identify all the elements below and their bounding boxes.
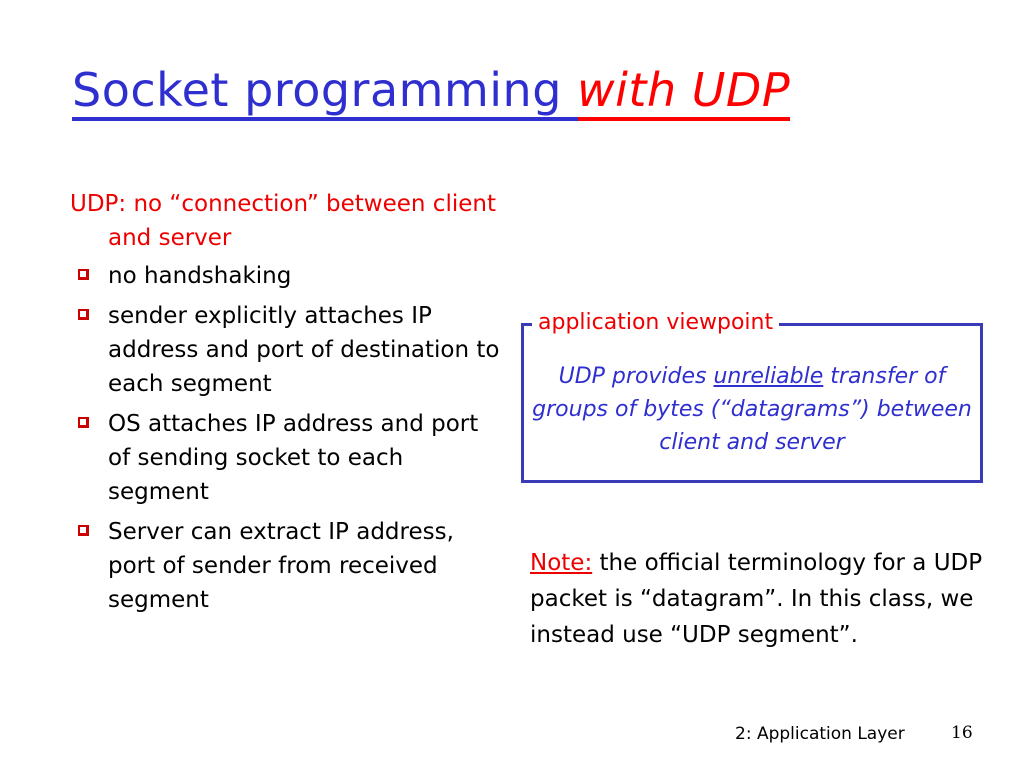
title-underline-blue <box>72 117 578 121</box>
square-bullet-icon <box>78 525 89 536</box>
bullet-text: Server can extract IP address, port of s… <box>108 519 454 613</box>
bullet-item: no handshaking <box>70 259 500 293</box>
viewpoint-label: application viewpoint <box>532 308 780 338</box>
bullet-list: no handshaking sender explicitly attache… <box>70 259 500 617</box>
footer-chapter: 2: Application Layer <box>735 724 905 744</box>
square-bullet-icon <box>78 269 89 280</box>
bullet-item: sender explicitly attaches IP address an… <box>70 299 500 401</box>
bullet-text: no handshaking <box>108 263 292 289</box>
viewpoint-text-underlined: unreliable <box>713 364 824 389</box>
note-block: Note: the official terminology for a UDP… <box>530 545 1000 653</box>
note-text: the official terminology for a UDP packe… <box>530 550 983 648</box>
title-part-2: with UDP <box>577 63 791 117</box>
note-label: Note: <box>530 550 593 576</box>
title-part-1: Socket programming <box>72 63 578 117</box>
square-bullet-icon <box>78 309 89 320</box>
title-underline-red <box>578 117 790 121</box>
left-column: UDP: no “connection” between client and … <box>70 187 500 623</box>
bullet-text: sender explicitly attaches IP address an… <box>108 303 500 397</box>
bullet-item: Server can extract IP address, port of s… <box>70 515 500 617</box>
bullet-text: OS attaches IP address and port of sendi… <box>108 411 479 505</box>
viewpoint-text: UDP provides unreliable transfer of grou… <box>524 360 980 459</box>
bullet-item: OS attaches IP address and port of sendi… <box>70 407 500 509</box>
square-bullet-icon <box>78 417 89 428</box>
slide-title: Socket programming with UDP <box>72 62 790 118</box>
page-number: 16 <box>951 723 973 743</box>
viewpoint-text-before: UDP provides <box>558 364 714 389</box>
lead-text: UDP: no “connection” between client and … <box>70 191 496 251</box>
viewpoint-text-after: transfer of groups of bytes (“datagrams”… <box>532 364 972 455</box>
